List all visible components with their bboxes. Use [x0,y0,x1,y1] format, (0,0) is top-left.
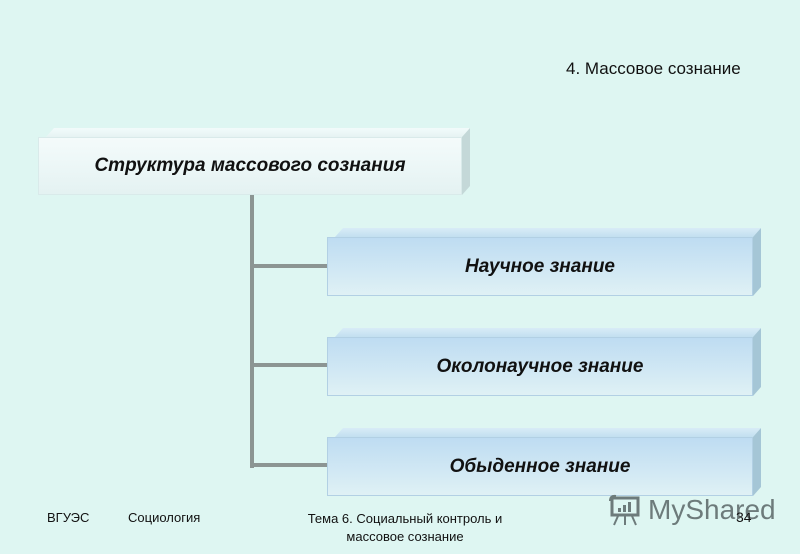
child-node-label: Околонаучное знание [327,337,753,396]
child-node-bevel-top [335,328,761,337]
child-node-parascientific: Околонаучное знание [327,328,761,396]
footer-subject: Социология [128,510,201,525]
connector-branch-1 [250,264,328,268]
root-node-bevel-side [462,128,470,195]
watermark-logo: MyShared [608,493,776,527]
child-node-bevel-top [335,428,761,437]
child-node-label: Научное знание [327,237,753,296]
watermark-text: MyShared [648,494,776,525]
footer-topic-line1: Тема 6. Социальный контроль и [307,511,503,526]
section-title: 4. Массовое сознание [566,59,741,78]
root-node-bevel-top [46,128,470,137]
page-number: 34 [736,509,752,525]
child-node-bevel-side [753,228,761,296]
connector-branch-2 [250,363,328,367]
child-node-bevel-top [335,228,761,237]
root-node: Структура массового сознания [38,128,470,195]
footer-org: ВГУЭС [47,510,90,525]
connector-trunk [250,195,254,468]
root-node-label: Структура массового сознания [38,137,462,195]
child-node-label: Обыденное знание [327,437,753,496]
footer-topic-line2: массовое сознание [346,529,464,544]
connector-branch-3 [250,463,328,467]
child-node-bevel-side [753,428,761,496]
child-node-scientific: Научное знание [327,228,761,296]
presentation-board-icon [609,494,640,526]
footer-topic: Тема 6. Социальный контроль и массовое с… [280,510,530,546]
child-node-bevel-side [753,328,761,396]
child-node-everyday: Обыденное знание [327,428,761,496]
